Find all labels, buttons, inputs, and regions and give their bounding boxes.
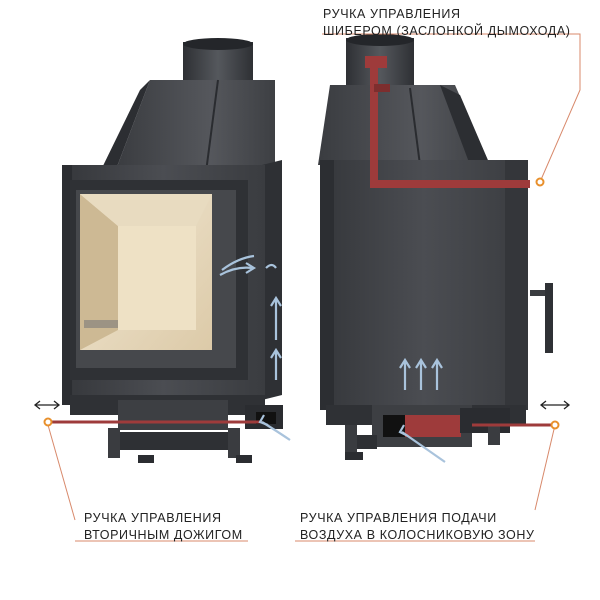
fireplace-side-view (318, 34, 555, 463)
pivot-marker-icon (43, 177, 560, 430)
leader-lines (47, 33, 581, 542)
label-line: РУЧКА УПРАВЛЕНИЯ (323, 7, 461, 21)
door-glass (80, 194, 212, 350)
door-handle (530, 290, 550, 296)
air-flow-arrow-icon (219, 254, 291, 441)
fireplace-front-view (48, 38, 291, 463)
label-line: РУЧКА УПРАВЛЕНИЯ ПОДАЧИ (300, 511, 497, 525)
label-line: ШИБЕРОМ (ЗАСЛОНКОЙ ДЫМОХОДА) (323, 24, 571, 38)
label-line: ВОЗДУХА В КОЛОСНИКОВУЮ ЗОНУ (300, 528, 535, 542)
air-flow-arrow-icon (398, 357, 446, 463)
damper-handle (365, 56, 530, 188)
label-line: РУЧКА УПРАВЛЕНИЯ (84, 511, 222, 525)
ash-air-handle-label: РУЧКА УПРАВЛЕНИЯ ПОДАЧИ ВОЗДУХА В КОЛОСН… (300, 510, 535, 544)
hood (115, 80, 275, 172)
label-line: ВТОРИЧНЫМ ДОЖИГОМ (84, 528, 243, 542)
side-body (320, 160, 528, 410)
secondary-burn-handle-label: РУЧКА УПРАВЛЕНИЯ ВТОРИЧНЫМ ДОЖИГОМ (84, 510, 243, 544)
double-arrow-icon (33, 400, 571, 410)
damper-handle-label: РУЧКА УПРАВЛЕНИЯ ШИБЕРОМ (ЗАСЛОНКОЙ ДЫМО… (323, 6, 571, 40)
